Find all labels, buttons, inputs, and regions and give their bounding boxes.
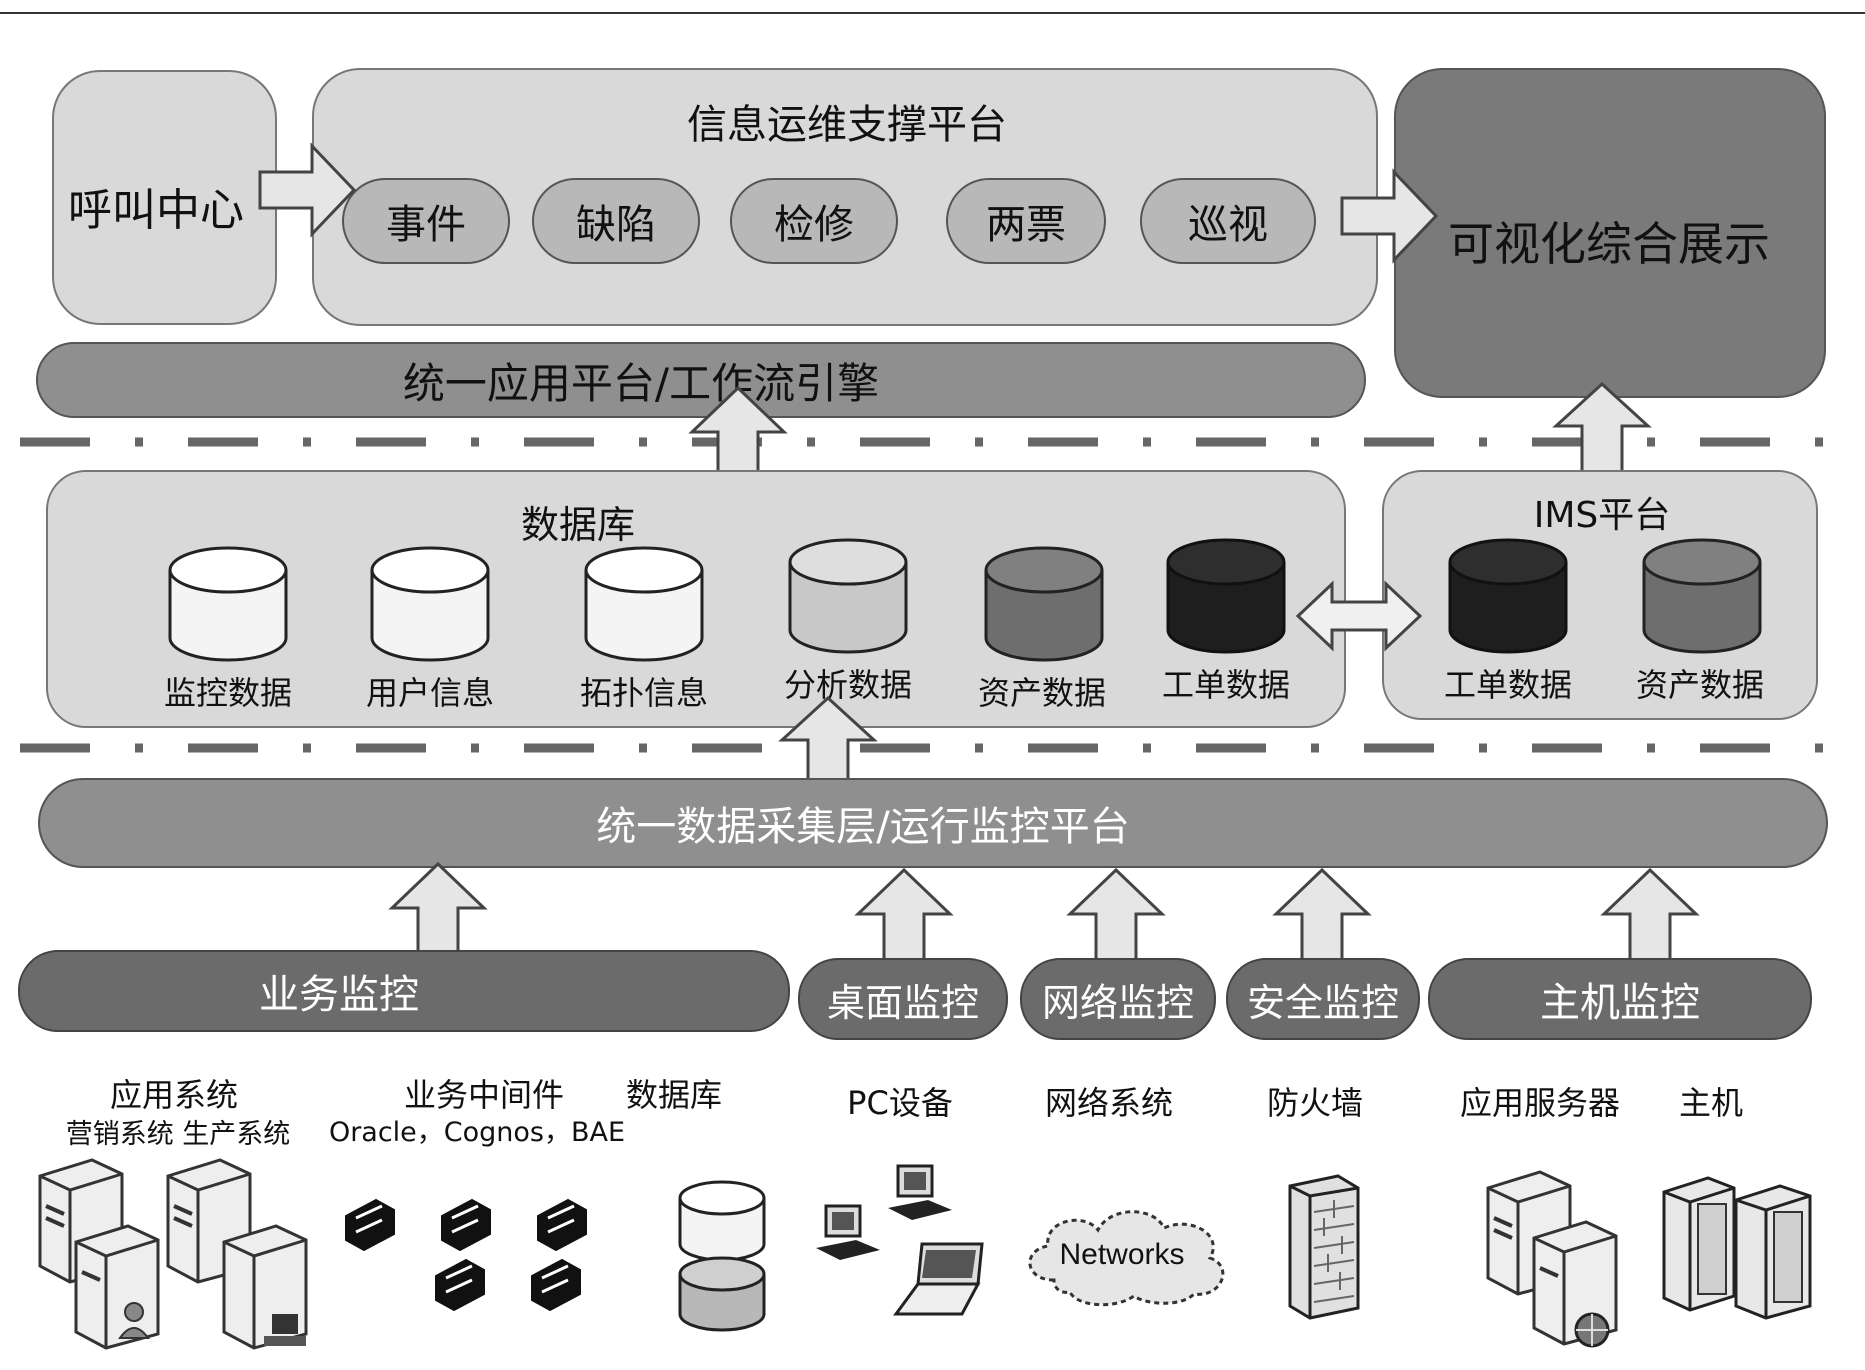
arrow-up-icon (1066, 867, 1166, 964)
database-icon (584, 546, 704, 662)
source-pc: PC设备 (847, 1084, 953, 1122)
workflow-engine-label: 统一应用平台/工作流引擎 (402, 358, 880, 408)
platform-item-repair: 检修 (730, 178, 898, 264)
pc-icon (888, 1164, 952, 1220)
monitor-desktop: 桌面监控 (798, 958, 1008, 1040)
platform-item-event: 事件 (342, 178, 510, 264)
db-label-monitor: 监控数据 (163, 674, 292, 712)
source-app-system: 应用系统 (109, 1076, 238, 1114)
router-icon (435, 1258, 485, 1312)
data-collection-label: 统一数据采集层/运行监控平台 (596, 804, 1130, 850)
arrow-up-icon (1552, 381, 1652, 474)
db-label-asset: 资产数据 (977, 674, 1106, 712)
network-cloud-icon: Networks (1028, 1210, 1225, 1307)
server-user-icon (74, 1224, 160, 1350)
source-middleware: 业务中间件 (403, 1076, 564, 1114)
arrow-right-icon (1340, 168, 1439, 264)
firewall-icon (1288, 1174, 1360, 1320)
arrow-up-icon (1600, 867, 1700, 964)
arrow-up-icon (388, 861, 488, 958)
database-icon (1448, 538, 1568, 654)
call-center-label: 呼叫中心 (68, 185, 244, 236)
router-icon (537, 1198, 587, 1252)
platform-item-defect: 缺陷 (532, 178, 700, 264)
monitor-host-label: 主机监控 (1540, 980, 1700, 1026)
monitor-network: 网络监控 (1020, 958, 1216, 1040)
db-label-user: 用户信息 (365, 674, 494, 712)
router-icon (441, 1198, 491, 1252)
ims-label-workorder: 工单数据 (1443, 666, 1572, 704)
dash-dot-divider (20, 743, 1850, 753)
source-app-system-sub: 营销系统 生产系统 (65, 1119, 291, 1150)
database-icon (370, 546, 490, 662)
host-cabinet-icon (1662, 1176, 1812, 1320)
db-label-workorder: 工单数据 (1161, 666, 1290, 704)
arrow-right-icon (258, 142, 357, 238)
database-title: 数据库 (520, 503, 635, 547)
monitor-business-label: 业务监控 (259, 972, 419, 1018)
source-host: 主机 (1678, 1084, 1743, 1122)
top-rule (0, 12, 1865, 14)
arrow-up-icon (854, 867, 954, 964)
arrow-up-icon (778, 695, 878, 788)
call-center-box: 呼叫中心 (52, 70, 277, 325)
arrow-up-icon (1272, 867, 1372, 964)
source-network: 网络系统 (1044, 1084, 1173, 1122)
server-globe-icon (1532, 1220, 1618, 1348)
monitor-network-label: 网络监控 (1041, 980, 1194, 1025)
ops-platform-title: 信息运维支撑平台 (687, 102, 1007, 148)
monitor-desktop-label: 桌面监控 (826, 980, 979, 1025)
db-label-topology: 拓扑信息 (579, 674, 708, 712)
platform-item-patrol: 巡视 (1140, 178, 1316, 264)
database-icon (168, 546, 288, 662)
database-icon (984, 546, 1104, 662)
router-icon (345, 1198, 395, 1252)
source-firewall: 防火墙 (1266, 1084, 1363, 1122)
bidirectional-arrow-icon (1295, 580, 1423, 652)
database-icon (1642, 538, 1762, 654)
database-icon (1166, 538, 1286, 654)
monitor-host: 主机监控 (1428, 958, 1812, 1040)
visual-display-label: 可视化综合展示 (1448, 217, 1770, 271)
network-cloud-label: Networks (1059, 1238, 1184, 1271)
database-icon (788, 538, 908, 654)
dash-dot-divider (20, 437, 1850, 447)
router-icon (531, 1258, 581, 1312)
server-pc-icon (222, 1224, 308, 1350)
db-label-analysis: 分析数据 (783, 666, 912, 704)
laptop-icon (893, 1242, 984, 1316)
source-app-server: 应用服务器 (1459, 1084, 1620, 1122)
source-middleware-sub: Oracle，Cognos，BAE (328, 1117, 626, 1148)
pc-icon (816, 1204, 880, 1260)
ims-label-asset: 资产数据 (1635, 666, 1764, 704)
monitor-business: 业务监控 (18, 950, 790, 1032)
monitor-security: 安全监控 (1226, 958, 1420, 1040)
ims-title: IMS平台 (1533, 495, 1671, 536)
visual-display-box: 可视化综合展示 (1394, 68, 1826, 398)
workflow-engine-bar: 统一应用平台/工作流引擎 (36, 342, 1366, 418)
database-icon (678, 1180, 766, 1332)
source-database: 数据库 (625, 1076, 722, 1114)
platform-item-tickets: 两票 (946, 178, 1106, 264)
monitor-security-label: 安全监控 (1246, 980, 1399, 1025)
data-collection-bar: 统一数据采集层/运行监控平台 (38, 778, 1828, 868)
